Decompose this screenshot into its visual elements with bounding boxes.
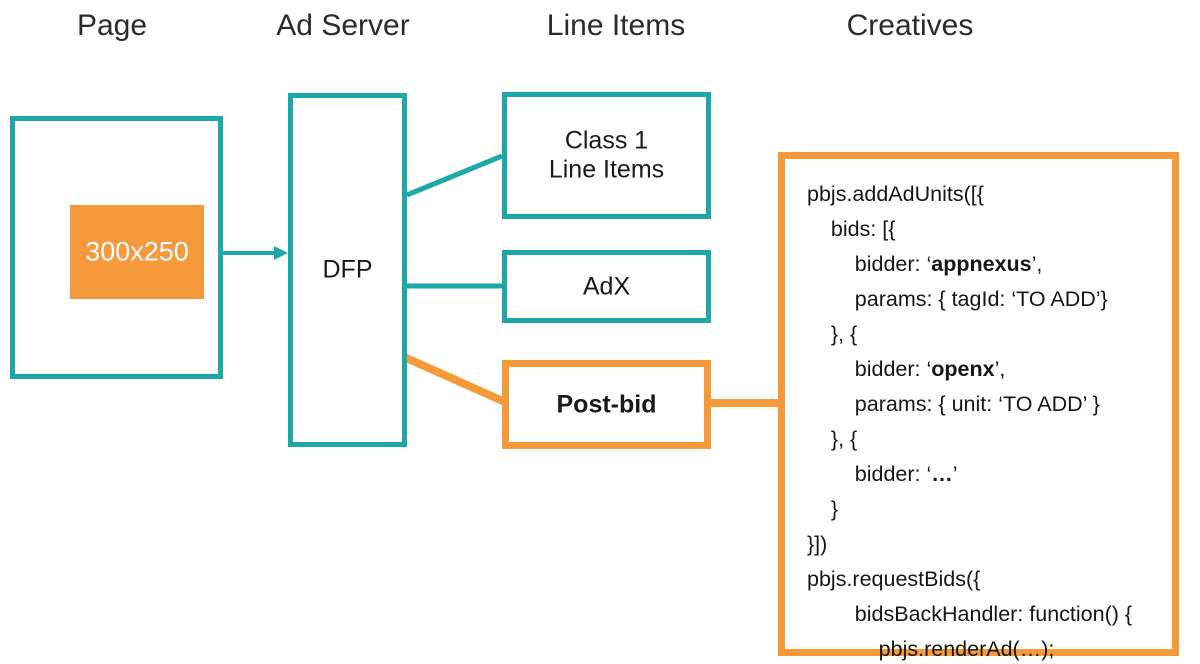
code-bidder-name: openx [931, 357, 995, 381]
code-line: bidder: ‘appnexus’, [807, 252, 1043, 276]
code-line: params: { unit: ‘TO ADD’ } [807, 392, 1100, 416]
adx-box[interactable]: AdX [502, 250, 711, 323]
column-header-ad-server: Ad Server [243, 11, 443, 41]
code-line: bids: [{ [807, 217, 896, 241]
column-header-page-label: Page [76, 9, 148, 42]
code-line: pbjs.requestBids({ [807, 567, 981, 591]
class1-line-items-box[interactable]: Class 1 Line Items [502, 92, 711, 219]
creative-slot-label: 300x250 [85, 236, 189, 267]
column-header-page: Page [12, 11, 212, 41]
code-line: params: { tagId: ‘TO ADD’} [807, 287, 1108, 311]
column-header-ad-server-label: Ad Server [276, 9, 410, 42]
connector-dfp-to-class1 [406, 153, 503, 198]
creatives-code-panel: pbjs.addAdUnits([{ bids: [{ bidder: ‘app… [778, 152, 1179, 661]
column-header-line-items: Line Items [516, 11, 716, 41]
code-line: bidder: ‘openx’, [807, 357, 1006, 381]
dfp-label: DFP [322, 255, 373, 284]
dfp-box[interactable]: DFP [288, 93, 407, 447]
code-bidder-name: appnexus [931, 252, 1032, 276]
column-header-line-items-label: Line Items [546, 9, 686, 42]
adx-label: AdX [582, 271, 631, 300]
creative-slot-300x250[interactable]: 300x250 [70, 205, 204, 299]
post-bid-label: Post-bid [556, 389, 657, 418]
connector-dfp-to-postbid [402, 353, 507, 406]
post-bid-box[interactable]: Post-bid [502, 360, 711, 449]
code-line: bidder: ‘…’ [807, 462, 958, 486]
code-line: } [807, 497, 839, 521]
column-header-creatives: Creatives [810, 11, 1010, 41]
code-line: pbjs.addAdUnits([{ [807, 182, 984, 206]
code-line: }, { [807, 322, 858, 346]
code-line: bidsBackHandler: function() { [807, 602, 1133, 626]
code-line: }, { [807, 427, 858, 451]
class1-line-items-label: Class 1 Line Items [548, 126, 665, 184]
column-header-creatives-label: Creatives [846, 9, 974, 42]
code-line: pbjs.renderAd(…); [807, 637, 1055, 661]
prebid-code-snippet: pbjs.addAdUnits([{ bids: [{ bidder: ‘app… [807, 177, 1166, 664]
code-bidder-name: … [931, 462, 953, 486]
code-line: }]) [807, 532, 828, 556]
